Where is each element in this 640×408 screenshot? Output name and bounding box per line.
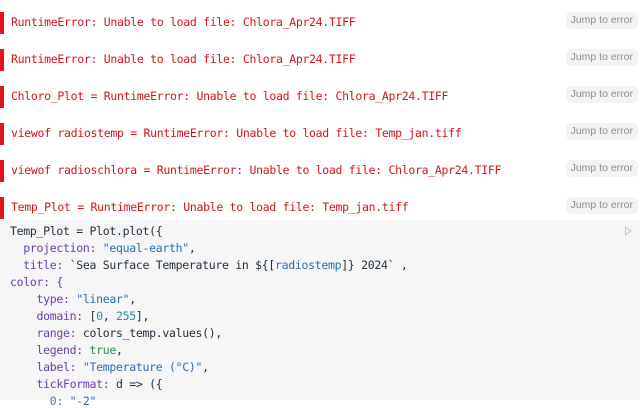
jump-to-error-button[interactable]: Jump to error xyxy=(565,160,638,177)
code-token: [ xyxy=(89,309,97,323)
code-token: projection: xyxy=(10,241,103,255)
code-line: tickFormat: d => ({ xyxy=(10,377,162,391)
code-token: legend: xyxy=(10,343,90,357)
error-indicator xyxy=(0,123,4,145)
code-line: 0: "-2" xyxy=(10,394,97,408)
code-token: d => ({ xyxy=(115,377,163,391)
code-cell[interactable]: Temp_Plot = Plot.plot({ projection: "equ… xyxy=(0,220,640,408)
code-line: Temp_Plot = Plot.plot({ xyxy=(10,224,163,238)
jump-to-error-button[interactable]: Jump to error xyxy=(565,86,638,103)
code-token: radiostemp xyxy=(274,258,342,272)
code-token: 0 xyxy=(96,309,103,323)
run-cell-icon[interactable] xyxy=(625,226,632,236)
jump-to-error-button[interactable]: Jump to error xyxy=(565,123,638,140)
code-token: "linear" xyxy=(76,292,130,306)
code-line: type: "linear", xyxy=(10,292,136,306)
jump-to-error-button[interactable]: Jump to error xyxy=(565,197,638,214)
error-row: Chloro_Plot = RuntimeError: Unable to lo… xyxy=(0,86,640,108)
code-token: "-2" xyxy=(69,394,97,408)
code-token: Temp_Plot = Plot.plot({ xyxy=(10,224,163,238)
code-token: , xyxy=(102,309,116,323)
code-token: 255 xyxy=(115,309,136,323)
error-message: Chloro_Plot = RuntimeError: Unable to lo… xyxy=(11,89,449,103)
code-line: range: colors_temp.values(), xyxy=(10,326,222,340)
code-token: colors_temp.values(), xyxy=(82,326,222,340)
code-line: title: `Sea Surface Temperature in ${[ra… xyxy=(10,258,408,272)
code-token: title: xyxy=(10,258,70,272)
error-message: viewof radioschlora = RuntimeError: Unab… xyxy=(11,163,502,177)
error-indicator xyxy=(0,12,4,34)
code-line: domain: [0, 255], xyxy=(10,309,149,323)
error-indicator xyxy=(0,86,4,108)
code-token: true xyxy=(89,343,116,357)
error-row: RuntimeError: Unable to load file: Chlor… xyxy=(0,49,640,71)
code-token: ]} 2024` , xyxy=(341,258,408,272)
code-token: , xyxy=(188,241,196,255)
code-token: , xyxy=(202,360,209,374)
jump-to-error-button[interactable]: Jump to error xyxy=(565,12,638,29)
error-message: Temp_Plot = RuntimeError: Unable to load… xyxy=(11,200,409,214)
error-row: RuntimeError: Unable to load file: Chlor… xyxy=(0,12,640,34)
code-line: projection: "equal-earth", xyxy=(10,241,196,255)
error-message: RuntimeError: Unable to load file: Chlor… xyxy=(11,52,356,66)
code-line: color: { xyxy=(10,275,63,289)
code-token: label: xyxy=(10,360,83,374)
error-indicator xyxy=(0,197,4,219)
code-token: "equal-earth" xyxy=(102,241,189,255)
code-token: domain: xyxy=(10,309,90,323)
code-token: range: xyxy=(10,326,83,340)
code-token: type: xyxy=(10,292,77,306)
code-token: "Temperature (°C)" xyxy=(82,360,203,374)
jump-to-error-button[interactable]: Jump to error xyxy=(565,49,638,66)
error-row: Temp_Plot = RuntimeError: Unable to load… xyxy=(0,197,640,219)
code-token: 0: xyxy=(10,394,70,408)
code-token: tickFormat: xyxy=(10,377,116,391)
code-token: , xyxy=(129,292,136,306)
error-message: RuntimeError: Unable to load file: Chlor… xyxy=(11,15,356,29)
code-token: color: { xyxy=(10,275,63,289)
error-indicator xyxy=(0,49,4,71)
error-message: viewof radiostemp = RuntimeError: Unable… xyxy=(11,126,462,140)
code-line: legend: true, xyxy=(10,343,123,357)
error-row: viewof radiostemp = RuntimeError: Unable… xyxy=(0,123,640,145)
error-row: viewof radioschlora = RuntimeError: Unab… xyxy=(0,160,640,182)
code-line: label: "Temperature (°C)", xyxy=(10,360,209,374)
code-token: ], xyxy=(135,309,150,323)
code-token: `Sea Surface Temperature in ${[ xyxy=(69,258,276,272)
error-indicator xyxy=(0,160,4,182)
code-token: , xyxy=(115,343,123,357)
